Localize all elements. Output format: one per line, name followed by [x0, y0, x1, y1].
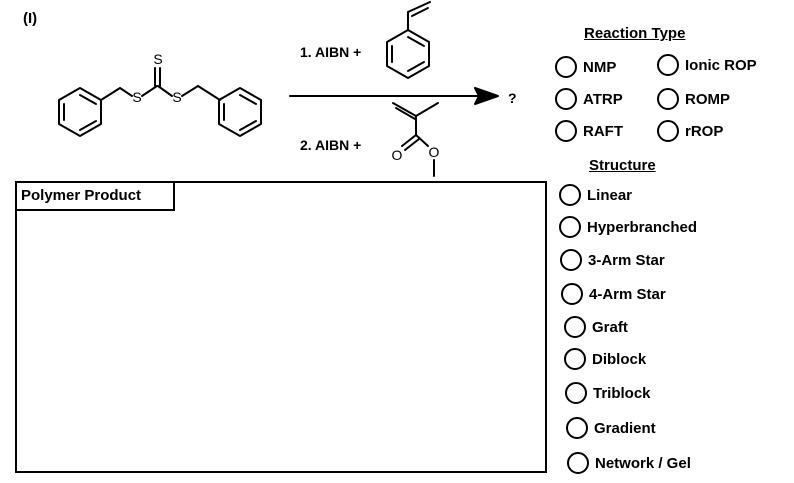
option-label: RAFT [583, 122, 623, 140]
structure-option-gradient[interactable]: Gradient [566, 417, 656, 439]
option-label: rROP [685, 122, 724, 140]
radio-circle[interactable] [657, 120, 679, 142]
reaction-type-option-romp[interactable]: ROMP [657, 88, 730, 110]
radio-circle[interactable] [561, 283, 583, 305]
option-label: 3-Arm Star [588, 251, 665, 269]
radio-circle[interactable] [565, 382, 587, 404]
option-label: Triblock [593, 384, 651, 402]
structure-option-hyperbranched[interactable]: Hyperbranched [559, 216, 697, 238]
step2-reagent: 2. AIBN + [300, 137, 361, 153]
polymer-product-box[interactable]: Polymer Product [15, 181, 547, 473]
option-label: Ionic ROP [685, 56, 757, 74]
option-label: Hyperbranched [587, 218, 698, 236]
structure-option-4-arm-star[interactable]: 4-Arm Star [561, 283, 666, 305]
radio-circle[interactable] [657, 88, 679, 110]
radio-circle[interactable] [560, 249, 582, 271]
styrene-phenyl-ring [386, 29, 430, 79]
radio-circle[interactable] [567, 452, 589, 474]
option-label: 4-Arm Star [589, 285, 666, 303]
radio-circle[interactable] [555, 88, 577, 110]
radio-circle[interactable] [559, 216, 581, 238]
styrene [386, 1, 431, 79]
atom-s-left: S [132, 89, 141, 105]
structure-option-linear[interactable]: Linear [559, 184, 632, 206]
option-label: Network / Gel [595, 454, 691, 472]
product-marker: ? [508, 90, 517, 106]
atom-s-right: S [172, 89, 181, 105]
option-label: Gradient [594, 419, 656, 437]
reaction-type-option-atrp[interactable]: ATRP [555, 88, 623, 110]
structure-option-network-gel[interactable]: Network / Gel [567, 452, 691, 474]
step1-reagent: 1. AIBN + [300, 44, 361, 60]
option-label: ROMP [685, 90, 730, 108]
right-phenyl-ring [218, 87, 262, 137]
polymer-product-title: Polymer Product [17, 183, 175, 211]
reaction-type-option-ionic-rop[interactable]: Ionic ROP [657, 54, 757, 76]
methyl-methacrylate [392, 102, 439, 177]
reaction-scheme: S S S 1. AIBN + ? O O 2. AIBN + [58, 1, 517, 177]
radio-circle[interactable] [559, 184, 581, 206]
structure-header: Structure [589, 157, 656, 174]
option-label: Graft [592, 318, 628, 336]
option-label: Linear [587, 186, 633, 204]
radio-circle[interactable] [555, 56, 577, 78]
reaction-type-option-raft[interactable]: RAFT [555, 120, 623, 142]
reaction-type-option-rrop[interactable]: rROP [657, 120, 723, 142]
option-label: Diblock [592, 350, 647, 368]
structure-option-diblock[interactable]: Diblock [564, 348, 646, 370]
structure-option-triblock[interactable]: Triblock [565, 382, 651, 404]
option-label: ATRP [583, 90, 623, 108]
radio-circle[interactable] [555, 120, 577, 142]
option-label: NMP [583, 58, 617, 76]
radio-circle[interactable] [566, 417, 588, 439]
reaction-type-header: Reaction Type [584, 25, 686, 42]
reaction-arrow-head [474, 87, 499, 105]
structure-option-graft[interactable]: Graft [564, 316, 628, 338]
radio-circle[interactable] [657, 54, 679, 76]
atom-o-ester: O [429, 144, 440, 160]
dibenzyl-trithiocarbonate [58, 67, 262, 137]
reaction-type-option-nmp[interactable]: NMP [555, 56, 616, 78]
atom-s-top: S [153, 51, 162, 67]
atom-o-carbonyl: O [392, 147, 403, 163]
problem-label: (I) [23, 10, 38, 27]
radio-circle[interactable] [564, 316, 586, 338]
structure-option-3-arm-star[interactable]: 3-Arm Star [560, 249, 665, 271]
radio-circle[interactable] [564, 348, 586, 370]
